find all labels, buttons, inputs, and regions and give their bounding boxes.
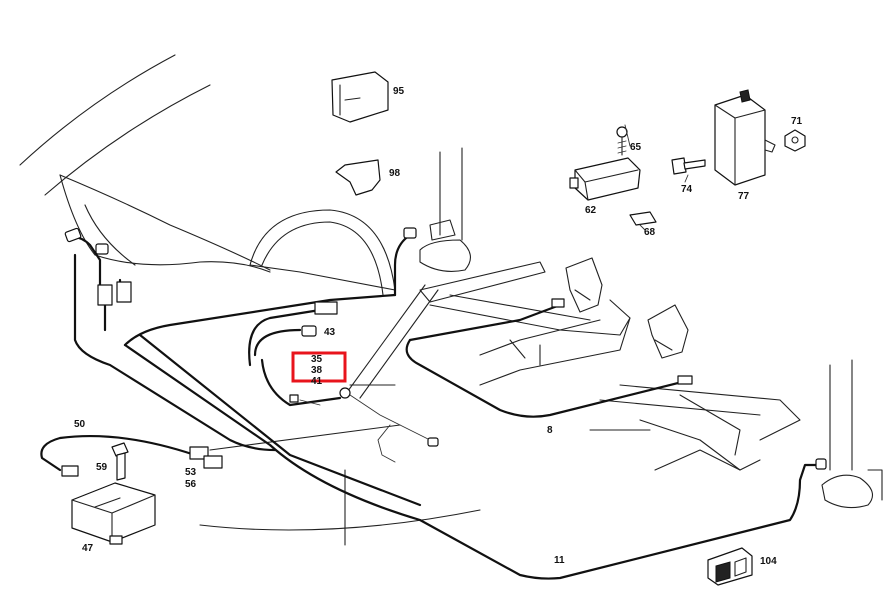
callout-59: 59 (96, 462, 108, 473)
leader-lines (624, 124, 689, 231)
callout-65: 65 (630, 142, 642, 153)
part-65-screw (616, 126, 628, 156)
callout-71: 71 (791, 116, 803, 127)
part-47-control-module (71, 482, 156, 545)
callout-77: 77 (738, 191, 750, 202)
callout-8: 8 (547, 425, 553, 436)
callout-38: 38 (311, 365, 323, 376)
part-98-clip (335, 159, 381, 196)
callout-74: 74 (681, 184, 693, 195)
callout-43: 43 (324, 327, 336, 338)
callout-68: 68 (644, 227, 656, 238)
callout-47: 47 (82, 543, 94, 554)
part-71-nut (784, 129, 806, 152)
part-62-control-unit (569, 157, 641, 201)
callout-95: 95 (393, 86, 405, 97)
callout-56: 56 (185, 479, 197, 490)
callout-labels: 95 98 65 62 68 74 77 71 43 35 38 41 8 50… (74, 86, 803, 567)
callout-50: 50 (74, 419, 86, 430)
callout-11: 11 (554, 555, 565, 566)
callout-35: 35 (311, 354, 323, 365)
callout-62: 62 (585, 205, 597, 216)
highlight-box (291, 351, 347, 383)
part-104-switch (707, 547, 753, 586)
part-68-clip (629, 211, 657, 226)
part-77-relay-box (714, 89, 776, 186)
wiring-harness (40, 233, 822, 580)
part-95-bracket (331, 71, 389, 123)
part-59-bolt (111, 442, 129, 481)
part-74-bolt (671, 157, 706, 175)
vehicle-body-outline (19, 54, 883, 546)
callout-41: 41 (311, 376, 323, 387)
callout-104: 104 (760, 556, 777, 567)
harness-connectors (61, 227, 827, 477)
callout-53: 53 (185, 467, 197, 478)
callout-98: 98 (389, 168, 401, 179)
